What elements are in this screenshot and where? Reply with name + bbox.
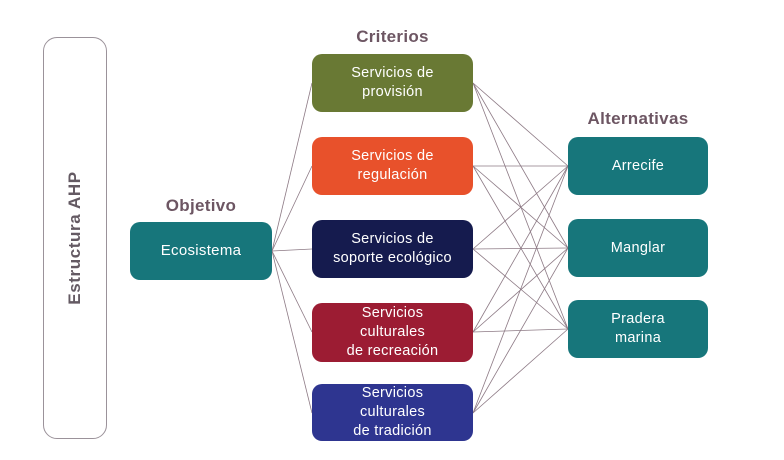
criterion-node-provision: Servicios de provisión: [312, 54, 473, 112]
goal-heading: Objetivo: [165, 196, 237, 215]
criterion-node-soporte-ecologico: Servicios de soporte ecológico: [312, 220, 473, 278]
alternative-node-manglar: Manglar: [568, 219, 708, 277]
criterion-node-culturales-tradicion: Servicios culturales de tradición: [312, 384, 473, 441]
criteria-heading: Criterios: [356, 27, 429, 46]
alternatives-heading: Alternativas: [587, 109, 689, 128]
criterion-node-culturales-recreacion: Servicios culturales de recreación: [312, 303, 473, 362]
alternative-node-pradera-marina: Pradera marina: [568, 300, 708, 358]
criterion-node-regulacion: Servicios de regulación: [312, 137, 473, 195]
frame-title: Estructura AHP: [65, 171, 84, 305]
goal-node-ecosistema: Ecosistema: [130, 222, 272, 280]
alternative-node-arrecife: Arrecife: [568, 137, 708, 195]
structure-frame: Estructura AHP: [43, 37, 107, 439]
